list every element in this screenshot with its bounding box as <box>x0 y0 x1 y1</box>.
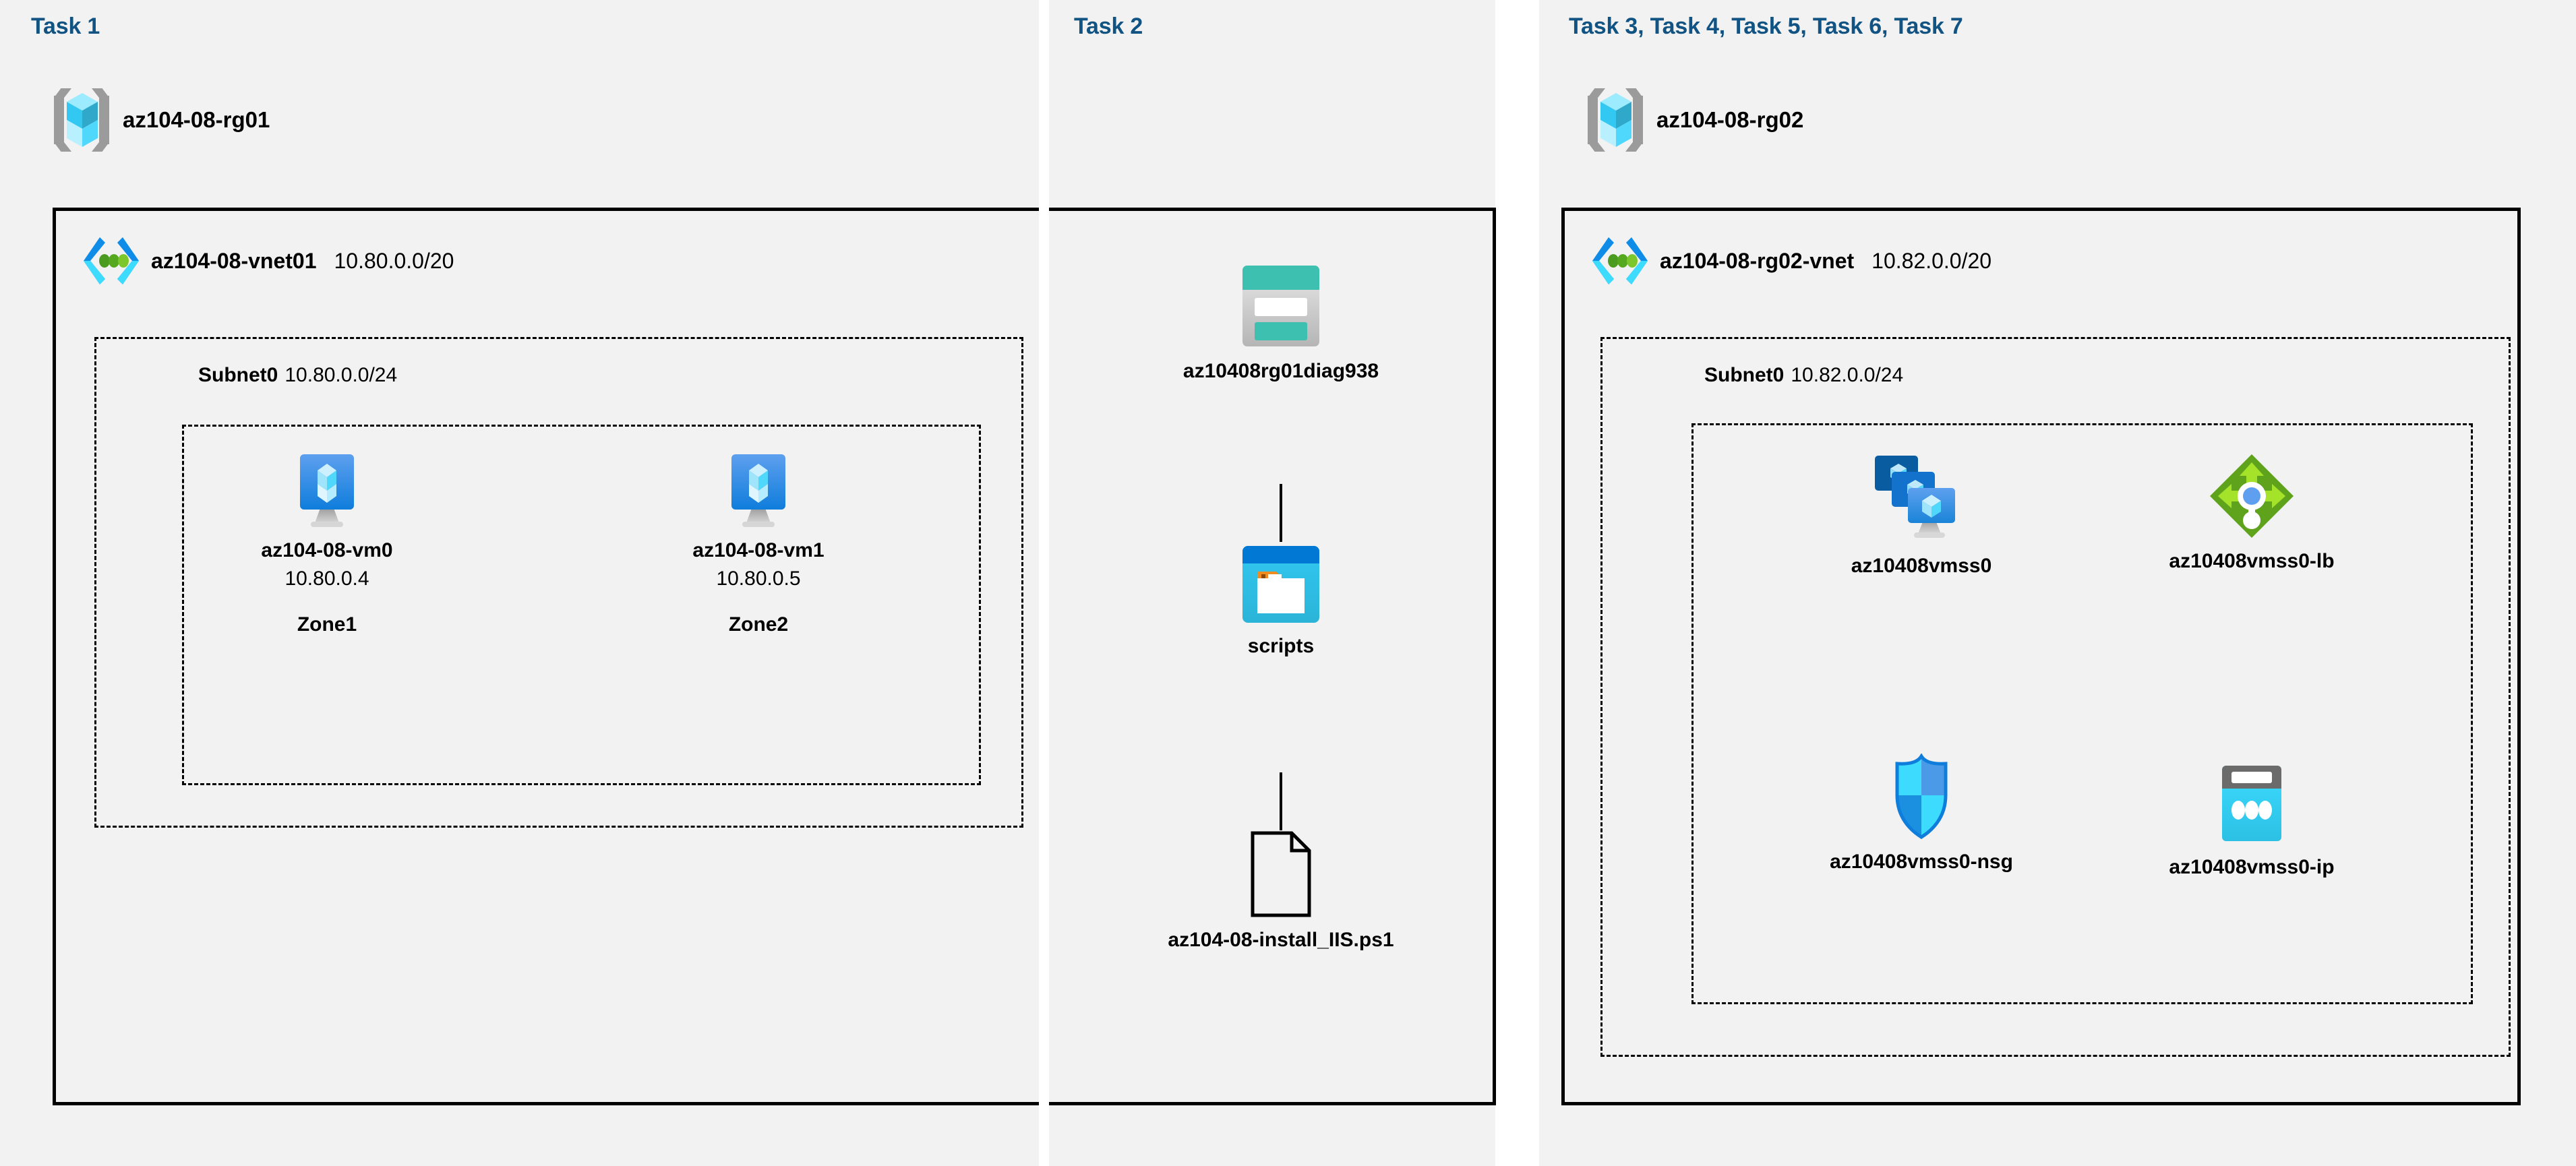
subnet-cidr: 10.80.0.0/24 <box>284 364 398 386</box>
resource-group-icon <box>53 86 111 154</box>
vm-ip-address: 10.80.0.4 <box>284 567 369 590</box>
node-network-security-group[interactable]: az10408vmss0-nsg <box>1760 753 2083 873</box>
vnet-name: az104-08-rg02-vnet <box>1660 248 1855 273</box>
availability-zone-boundary-task1 <box>182 425 981 785</box>
connector-storage-to-container <box>1280 484 1282 542</box>
node-storage-account[interactable]: az10408rg01diag938 <box>1139 263 1422 383</box>
vm-availability-zone: Zone2 <box>728 613 789 636</box>
panel-gap-left <box>1039 0 1049 1166</box>
panel-task1 <box>0 0 1039 1166</box>
network-security-group-icon <box>1888 753 1955 840</box>
vm-label: az104-08-vm0 <box>261 539 393 561</box>
resource-group-inner-boundary-task3 <box>1691 423 2473 1004</box>
node-public-ip-address[interactable]: az10408vmss0-ip <box>2090 762 2414 879</box>
resource-group-az104-08-rg02[interactable]: az104-08-rg02 <box>1586 86 1803 154</box>
vm-ip-address: 10.80.0.5 <box>716 567 801 590</box>
panel-task3 <box>1539 0 2576 1166</box>
vnet-name: az104-08-vnet01 <box>151 248 317 273</box>
vm-availability-zone: Zone1 <box>297 613 357 636</box>
blob-container-icon <box>1241 545 1321 624</box>
resource-group-az104-08-rg01[interactable]: az104-08-rg01 <box>53 86 270 154</box>
subnet-label-task3: Subnet0 10.82.0.0/24 <box>1704 364 1903 387</box>
load-balancer-label: az10408vmss0-lb <box>2169 550 2335 572</box>
vnet-boundary-right-edge <box>1493 208 1496 1105</box>
script-file-icon <box>1247 830 1315 918</box>
virtual-machine-icon <box>291 453 363 528</box>
virtual-network-icon <box>1591 235 1649 287</box>
vnet-boundary-az104-08-rg02-vnet <box>1561 208 2521 1105</box>
virtual-machine-icon <box>722 453 795 528</box>
public-ip-address-icon <box>2219 762 2284 845</box>
task-heading-task1: Task 1 <box>31 13 100 39</box>
subnet-boundary-task1 <box>94 337 1023 828</box>
blob-container-label: scripts <box>1247 635 1315 657</box>
task-heading-task3: Task 3, Task 4, Task 5, Task 6, Task 7 <box>1569 13 1963 39</box>
vm-label: az104-08-vm1 <box>692 539 825 561</box>
public-ip-address-label: az10408vmss0-ip <box>2169 856 2335 878</box>
vm-scale-set-label: az10408vmss0 <box>1851 555 1992 577</box>
node-blob-container[interactable]: scripts <box>1139 545 1422 658</box>
network-security-group-label: az10408vmss0-nsg <box>1830 851 2013 873</box>
resource-group-icon <box>1586 86 1644 154</box>
vm-scale-set-icon <box>1871 453 1972 544</box>
storage-account-label: az10408rg01diag938 <box>1182 360 1379 382</box>
node-az104-08-vm0[interactable]: az104-08-vm0 10.80.0.4 Zone1 <box>222 453 431 636</box>
node-load-balancer[interactable]: az10408vmss0-lb <box>2090 453 2414 573</box>
node-vm-scale-set[interactable]: az10408vmss0 <box>1760 453 2083 578</box>
task-heading-task2: Task 2 <box>1074 13 1143 39</box>
vnet-header-az104-08-rg02-vnet[interactable]: az104-08-rg02-vnet 10.82.0.0/20 <box>1591 235 1991 287</box>
subnet-cidr: 10.82.0.0/24 <box>1791 364 1904 386</box>
panel-gap-right <box>1495 0 1539 1166</box>
subnet-name: Subnet0 <box>1704 364 1785 386</box>
script-file-label: az104-08-install_IIS.ps1 <box>1168 929 1394 951</box>
subnet-name: Subnet0 <box>198 364 278 386</box>
resource-group-label: az104-08-rg02 <box>1656 107 1804 132</box>
load-balancer-icon <box>2209 453 2295 539</box>
resource-group-label: az104-08-rg01 <box>123 107 270 132</box>
subnet-boundary-task3 <box>1600 337 2511 1057</box>
subnet-label-task1: Subnet0 10.80.0.0/24 <box>198 364 397 387</box>
node-az104-08-vm1[interactable]: az104-08-vm1 10.80.0.5 Zone2 <box>654 453 863 636</box>
vnet-cidr: 10.80.0.0/20 <box>334 248 454 273</box>
storage-account-icon <box>1241 263 1321 349</box>
virtual-network-icon <box>82 235 140 287</box>
vnet-cidr: 10.82.0.0/20 <box>1871 248 1992 273</box>
vnet-header-az104-08-vnet01[interactable]: az104-08-vnet01 10.80.0.0/20 <box>82 235 454 287</box>
node-script-file[interactable]: az104-08-install_IIS.ps1 <box>1139 830 1422 952</box>
connector-container-to-file <box>1280 772 1282 830</box>
